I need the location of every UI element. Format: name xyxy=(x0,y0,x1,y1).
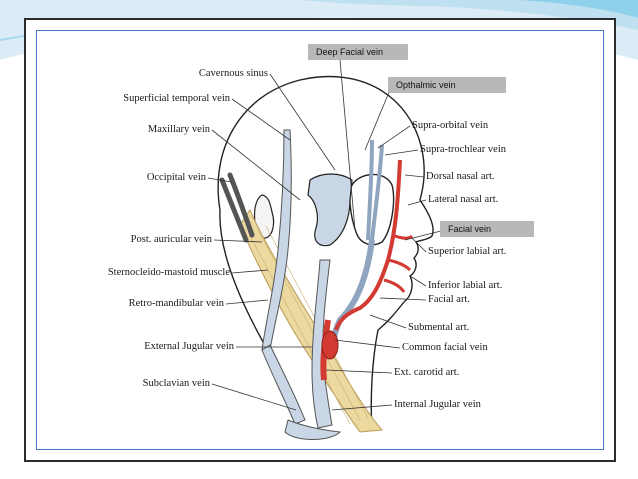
callout-facial-vein: Facial vein xyxy=(440,221,534,237)
sternocleidomastoid-muscle xyxy=(239,208,384,433)
label-ext-carotid-art: Ext. carotid art. xyxy=(394,367,460,378)
label-submental-art: Submental art. xyxy=(408,322,470,333)
label-post-auricular-vein: Post. auricular vein xyxy=(130,234,212,245)
subclavian-vein xyxy=(284,419,342,440)
diagram-inner-frame xyxy=(36,30,604,450)
leader-lines-right xyxy=(325,59,446,411)
label-subclavian-vein: Subclavian vein xyxy=(142,378,210,389)
label-supra-trochlear-vein: Supra-trochlear vein xyxy=(420,144,507,155)
carotid-bulb xyxy=(321,330,339,360)
orbit-bone xyxy=(349,173,395,246)
label-external-jugular-vein: External Jugular vein xyxy=(144,341,234,352)
head-outline xyxy=(217,75,434,431)
label-lateral-nasal-art: Lateral nasal art. xyxy=(428,194,499,205)
label-internal-jugular-vein: Internal Jugular vein xyxy=(394,399,481,410)
label-superficial-temporal-vein: Superficial temporal vein xyxy=(123,93,230,104)
facial-artery xyxy=(334,159,402,331)
leader-lines-left xyxy=(207,73,336,411)
label-common-facial-vein: Common facial vein xyxy=(402,342,488,353)
label-dorsal-nasal-art: Dorsal nasal art. xyxy=(426,171,495,182)
label-facial-art: Facial art. xyxy=(428,294,470,305)
label-superior-labial-art: Superior labial art. xyxy=(428,246,507,257)
labial-arteries xyxy=(383,233,414,293)
label-occipital-vein: Occipital vein xyxy=(146,172,206,183)
supra-orbital-vein xyxy=(366,139,384,241)
label-cavernous-sinus: Cavernous sinus xyxy=(198,68,268,79)
facial-vein xyxy=(329,239,375,351)
label-maxillary-vein: Maxillary vein xyxy=(147,124,210,135)
label-sternocleido-mastoid-muscle: Sternocleido-mastoid muscle xyxy=(107,267,230,278)
ear-shape xyxy=(253,194,275,239)
callout-deep-facial-vein: Deep Facial vein xyxy=(308,44,408,60)
label-retro-mandibular-vein: Retro-mandibular vein xyxy=(128,298,224,309)
label-supra-orbital-vein: Supra-orbital vein xyxy=(412,120,489,131)
label-inferior-labial-art: Inferior labial art. xyxy=(428,280,503,291)
occipital-vein xyxy=(219,172,255,243)
maxillary-bone xyxy=(307,173,353,247)
external-jugular-vein xyxy=(261,344,306,425)
callout-ophthalmic-vein: Opthalmic vein xyxy=(388,77,506,93)
